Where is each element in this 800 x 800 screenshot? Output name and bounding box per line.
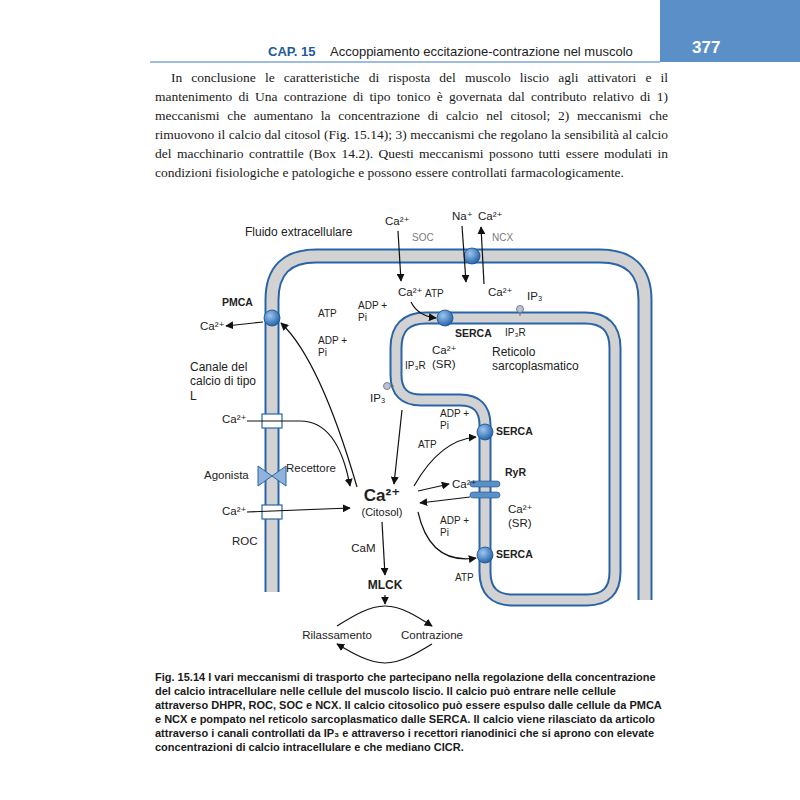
edge-label: CaM [349, 542, 377, 554]
ryr-arrow [420, 497, 470, 503]
pump-name: SERCA [455, 327, 492, 340]
running-head: Accoppiamento eccitazione-contrazione ne… [330, 44, 633, 60]
ion-label: Ca²⁺ [200, 320, 225, 334]
page-number: 377 [692, 38, 720, 58]
metabolite-label: ADP + Pi [358, 300, 390, 324]
ion-label: Ca²⁺ (SR) [432, 344, 468, 372]
ip3r-arrow [394, 410, 402, 484]
state-label: Rilassamento [300, 628, 374, 642]
ion-label: Ca²⁺ [452, 478, 477, 492]
ncx-arrow [481, 227, 484, 284]
receptor-symbol [258, 466, 286, 486]
connector-arrow [337, 644, 432, 663]
region-label: Fluido extracellulare [245, 225, 352, 239]
pump-name: PMCA [222, 296, 253, 309]
messenger-label: IP₃ [370, 392, 386, 406]
receptor-label: Recettore [286, 462, 336, 476]
enzyme-label: MLCK [366, 577, 405, 593]
body-paragraph: In conclusione le caratteristiche di ris… [155, 68, 668, 182]
channel-name: SOC [412, 232, 434, 244]
organelle-label: Reticolo sarcoplasmatico [492, 345, 604, 374]
cicr-arrow [418, 484, 449, 491]
node-text: MLCK [368, 578, 403, 592]
page-tab [660, 0, 800, 62]
l-type-arrow [247, 421, 350, 486]
figure-caption: Fig. 15.14 I vari meccanismi di trasport… [155, 670, 668, 754]
ryr-channel [470, 492, 500, 498]
channel-label: Canale del calcio di tipo L [190, 360, 260, 403]
metabolite-label: ATP [318, 308, 337, 320]
serca-pump [477, 424, 493, 440]
metabolite-label: ADP + Pi [318, 335, 350, 359]
ip3-receptor-stalk [391, 386, 394, 387]
sarcoplasmic-reticulum [396, 318, 615, 600]
sr-edge [396, 318, 615, 600]
channel-name: RyR [505, 466, 526, 479]
ip3-molecule [384, 383, 391, 390]
chapter-number: CAP. 15 [268, 44, 315, 60]
messenger-label: IP₃ [527, 290, 543, 304]
serca-arrow [418, 512, 476, 559]
metabolite-label: ADP + Pi [440, 515, 472, 539]
header-rule [150, 61, 660, 63]
metabolite-label: ATP [425, 288, 444, 300]
state-label: Contrazione [399, 628, 465, 642]
pmca-pump [264, 310, 280, 326]
ion-label: Ca²⁺ [222, 505, 247, 519]
ion-label: Ca²⁺ [488, 286, 513, 300]
agonist-label: Agonista [204, 469, 249, 483]
serca-arrow [411, 302, 436, 318]
node-text: Rilassamento [302, 629, 372, 641]
pmca-arrow [281, 323, 357, 487]
ion-label: Ca²⁺ [385, 215, 410, 229]
cytosol-calcium: Ca²⁺(Citosol) [360, 486, 405, 520]
pump-name: SERCA [496, 425, 533, 438]
node-text: Ca²⁺ [362, 487, 403, 506]
serca-pump [437, 310, 453, 326]
ion-label: Ca²⁺ [478, 210, 503, 224]
connector-arrow [382, 522, 385, 575]
ncx-exchanger [464, 248, 480, 264]
ion-label: Na⁺ [452, 210, 473, 224]
node-text: Contrazione [401, 629, 463, 641]
metabolite-label: ATP [455, 572, 474, 584]
membrane-edge [272, 256, 645, 600]
node-text: (Citosol) [362, 506, 403, 519]
plasma-membrane [272, 256, 645, 600]
pmca-out-arrow [226, 322, 263, 326]
receptor-name: IP₃R [405, 360, 426, 372]
connector-arrow [337, 606, 432, 626]
mlck-arrow [384, 595, 385, 604]
ip3-molecule [517, 306, 524, 313]
exchanger-name: NCX [492, 232, 513, 244]
receptor-name: IP₃R [505, 327, 526, 339]
roc-channel [262, 505, 282, 519]
ion-label: Ca²⁺ [398, 286, 423, 300]
channel-name: ROC [232, 535, 258, 549]
ion-label: Ca²⁺ (SR) [508, 503, 544, 531]
soc-arrow [398, 231, 401, 281]
metabolite-label: ADP + Pi [440, 408, 472, 432]
sodium-arrow [462, 226, 466, 282]
serca-pump [477, 547, 493, 563]
pump-name: SERCA [496, 548, 533, 561]
ion-label: Ca²⁺ [222, 413, 247, 427]
metabolite-label: ATP [418, 439, 437, 451]
roc-arrow [247, 508, 350, 512]
